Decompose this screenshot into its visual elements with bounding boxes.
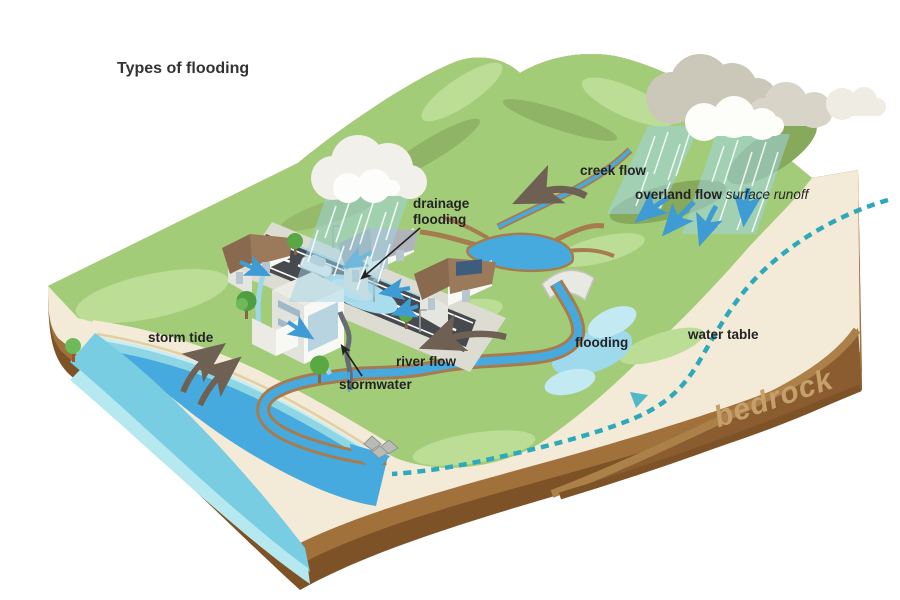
page-title: Types of flooding	[117, 60, 250, 77]
meadow-patch	[412, 430, 536, 466]
ocean-face-lower	[70, 370, 310, 584]
drainage-flooding-pointer	[360, 227, 421, 280]
creek-branch	[443, 216, 489, 240]
label-drainage-flooding: drainage flooding	[413, 196, 470, 227]
tree-icon	[65, 233, 413, 383]
creek-flow-arrow	[512, 164, 588, 205]
bedrock-face	[548, 327, 862, 500]
rain-streaks-icon	[289, 126, 790, 302]
meadow-patch	[75, 269, 229, 323]
label-pointers	[340, 227, 421, 377]
house-icon	[414, 258, 496, 332]
label-surface-runoff: surface runoff	[725, 187, 809, 202]
rock-icon	[363, 435, 399, 459]
flood-pool	[587, 306, 637, 338]
waterways	[256, 147, 637, 470]
ocean	[70, 320, 395, 584]
bedrock-rim	[550, 327, 861, 498]
hill-highlight	[421, 62, 503, 122]
meadow-patch	[619, 327, 705, 365]
label-overland-flow: overland flow surface runoff	[635, 187, 809, 202]
water-table-triangle-icon	[630, 392, 648, 408]
rain-band	[682, 134, 790, 234]
bedrock-bottom-edge	[558, 384, 862, 500]
river-water	[259, 280, 583, 463]
flow-arrows	[180, 164, 762, 407]
hill-highlight	[581, 77, 675, 127]
hill-shade	[502, 99, 618, 141]
creek-branch	[554, 223, 605, 243]
label-river-flow: river flow	[396, 354, 457, 369]
label-creek-flow: creek flow	[580, 163, 647, 178]
label-storm-tide: storm tide	[148, 330, 214, 345]
label-water-table: water table	[688, 327, 759, 342]
storm-tide-arrow	[197, 356, 242, 407]
flood-pool	[544, 368, 596, 396]
water-table-line	[391, 197, 889, 477]
label-flooding: flooding	[575, 335, 629, 350]
ocean-water	[95, 331, 388, 506]
cloud-icon	[311, 54, 886, 203]
ocean-face-upper	[70, 333, 310, 572]
river-mouth	[350, 444, 390, 470]
rain-band	[607, 126, 700, 214]
stormwater-pointer	[340, 344, 363, 377]
overland-flow-arrows	[634, 187, 762, 247]
label-stormwater: stormwater	[339, 377, 412, 392]
storm-tide-arrow	[180, 342, 226, 394]
river-flow-arrow	[418, 314, 507, 351]
beach-strip	[90, 320, 395, 460]
beach-edge-line	[96, 332, 388, 460]
